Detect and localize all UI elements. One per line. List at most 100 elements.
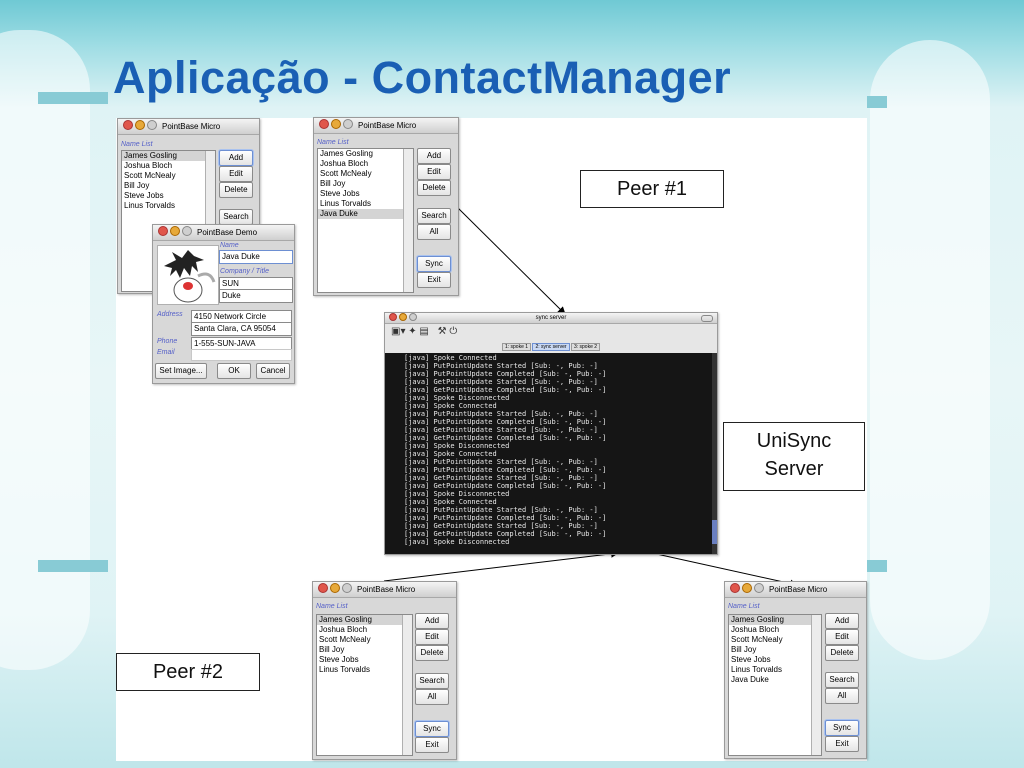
edit-button[interactable]: Edit	[825, 629, 859, 645]
exit-button[interactable]: Exit	[417, 272, 451, 288]
book-icon[interactable]: ▤	[419, 326, 429, 337]
minimize-icon[interactable]	[331, 119, 341, 129]
list-item[interactable]: Linus Torvalds	[319, 665, 370, 674]
job-title-field[interactable]: Duke	[219, 289, 293, 303]
search-button[interactable]: Search	[417, 208, 451, 224]
minimize-icon[interactable]	[742, 583, 752, 593]
search-button[interactable]: Search	[415, 673, 449, 689]
tab-spoke2[interactable]: 3: spoke 2	[570, 343, 601, 351]
name-field[interactable]: Java Duke	[219, 250, 293, 264]
list-item[interactable]: Linus Torvalds	[320, 199, 371, 208]
all-button[interactable]: All	[417, 224, 451, 240]
close-icon[interactable]	[319, 119, 329, 129]
list-item[interactable]: Joshua Bloch	[731, 625, 780, 634]
settings-icon[interactable]: ⚒	[437, 326, 447, 337]
list-item[interactable]: James Gosling	[317, 615, 412, 625]
list-item[interactable]: Linus Torvalds	[124, 201, 175, 210]
sync-button[interactable]: Sync	[415, 721, 449, 737]
list-item[interactable]: Bill Joy	[320, 179, 346, 188]
list-item[interactable]: Steve Jobs	[320, 189, 360, 198]
terminal-output[interactable]: [java] Spoke Connected [java] PutPointUp…	[385, 353, 717, 554]
list-item[interactable]: James Gosling	[320, 149, 373, 158]
delete-button[interactable]: Delete	[219, 182, 253, 198]
zoom-icon[interactable]	[343, 119, 353, 129]
set-image-button[interactable]: Set Image...	[155, 363, 207, 379]
minimize-icon[interactable]	[135, 120, 145, 130]
exit-button[interactable]: Exit	[415, 737, 449, 753]
window-titlebar[interactable]: PointBase Micro	[725, 582, 866, 598]
window-titlebar[interactable]: PointBase Micro	[313, 582, 456, 598]
list-item[interactable]: Joshua Bloch	[320, 159, 369, 168]
scrollbar[interactable]	[205, 151, 215, 291]
close-icon[interactable]	[318, 583, 328, 593]
scrollbar[interactable]	[811, 615, 821, 755]
window-titlebar[interactable]: PointBase Micro	[118, 119, 259, 135]
window-titlebar[interactable]: sync server	[385, 313, 717, 324]
close-icon[interactable]	[158, 226, 168, 236]
scrollbar[interactable]	[403, 149, 413, 292]
list-item[interactable]: Scott McNealy	[124, 171, 176, 180]
delete-button[interactable]: Delete	[415, 645, 449, 661]
exit-button[interactable]: Exit	[825, 736, 859, 752]
edit-button[interactable]: Edit	[417, 164, 451, 180]
delete-button[interactable]: Delete	[417, 180, 451, 196]
name-list[interactable]: James Gosling Joshua Bloch Scott McNealy…	[728, 614, 822, 756]
address-line2-field[interactable]: Santa Clara, CA 95054	[191, 322, 292, 336]
toolbar-toggle-icon[interactable]	[701, 315, 713, 322]
add-button[interactable]: Add	[219, 150, 253, 166]
sync-button[interactable]: Sync	[825, 720, 859, 736]
list-item[interactable]: Steve Jobs	[319, 655, 359, 664]
delete-button[interactable]: Delete	[825, 645, 859, 661]
list-item[interactable]: James Gosling	[729, 615, 821, 625]
list-item[interactable]: Steve Jobs	[731, 655, 771, 664]
terminal-icon[interactable]: ▣▾	[391, 326, 406, 337]
list-item[interactable]: James Gosling	[122, 151, 215, 161]
zoom-icon[interactable]	[342, 583, 352, 593]
window-titlebar[interactable]: PointBase Demo	[153, 225, 294, 241]
edit-button[interactable]: Edit	[219, 166, 253, 182]
close-icon[interactable]	[123, 120, 133, 130]
bookmark-icon[interactable]: ✦	[408, 326, 417, 337]
scrollbar[interactable]	[402, 615, 412, 755]
add-button[interactable]: Add	[415, 613, 449, 629]
name-list[interactable]: James Gosling Joshua Bloch Scott McNealy…	[316, 614, 413, 756]
zoom-icon[interactable]	[754, 583, 764, 593]
zoom-icon[interactable]	[147, 120, 157, 130]
sync-button[interactable]: Sync	[417, 256, 451, 272]
list-item[interactable]: Java Duke	[318, 209, 413, 219]
list-item[interactable]: Bill Joy	[124, 181, 150, 190]
search-button[interactable]: Search	[219, 209, 253, 225]
zoom-icon[interactable]	[182, 226, 192, 236]
scrollbar[interactable]	[712, 353, 717, 554]
email-field[interactable]	[191, 349, 292, 361]
list-item[interactable]: Scott McNealy	[320, 169, 372, 178]
all-button[interactable]: All	[415, 689, 449, 705]
close-icon[interactable]	[730, 583, 740, 593]
all-button[interactable]: All	[825, 688, 859, 704]
list-item[interactable]: Linus Torvalds	[731, 665, 782, 674]
list-item[interactable]: Scott McNealy	[319, 635, 371, 644]
minimize-icon[interactable]	[330, 583, 340, 593]
power-icon[interactable]: ⏻	[449, 326, 458, 337]
list-item[interactable]: Joshua Bloch	[319, 625, 368, 634]
zoom-icon[interactable]	[409, 313, 417, 321]
add-button[interactable]: Add	[825, 613, 859, 629]
edit-button[interactable]: Edit	[415, 629, 449, 645]
window-titlebar[interactable]: PointBase Micro	[314, 118, 458, 134]
list-item[interactable]: Bill Joy	[319, 645, 345, 654]
tab-sync-server[interactable]: 2: sync server	[532, 343, 570, 351]
list-item[interactable]: Bill Joy	[731, 645, 757, 654]
list-item[interactable]: Joshua Bloch	[124, 161, 173, 170]
cancel-button[interactable]: Cancel	[256, 363, 290, 379]
ok-button[interactable]: OK	[217, 363, 251, 379]
search-button[interactable]: Search	[825, 672, 859, 688]
minimize-icon[interactable]	[170, 226, 180, 236]
name-list[interactable]: James Gosling Joshua Bloch Scott McNealy…	[317, 148, 414, 293]
list-item[interactable]: Java Duke	[731, 675, 769, 684]
list-item[interactable]: Scott McNealy	[731, 635, 783, 644]
tab-spoke1[interactable]: 1: spoke 1	[501, 343, 532, 351]
add-button[interactable]: Add	[417, 148, 451, 164]
minimize-icon[interactable]	[399, 313, 407, 321]
list-item[interactable]: Steve Jobs	[124, 191, 164, 200]
duke-mascot-image[interactable]	[157, 245, 219, 305]
